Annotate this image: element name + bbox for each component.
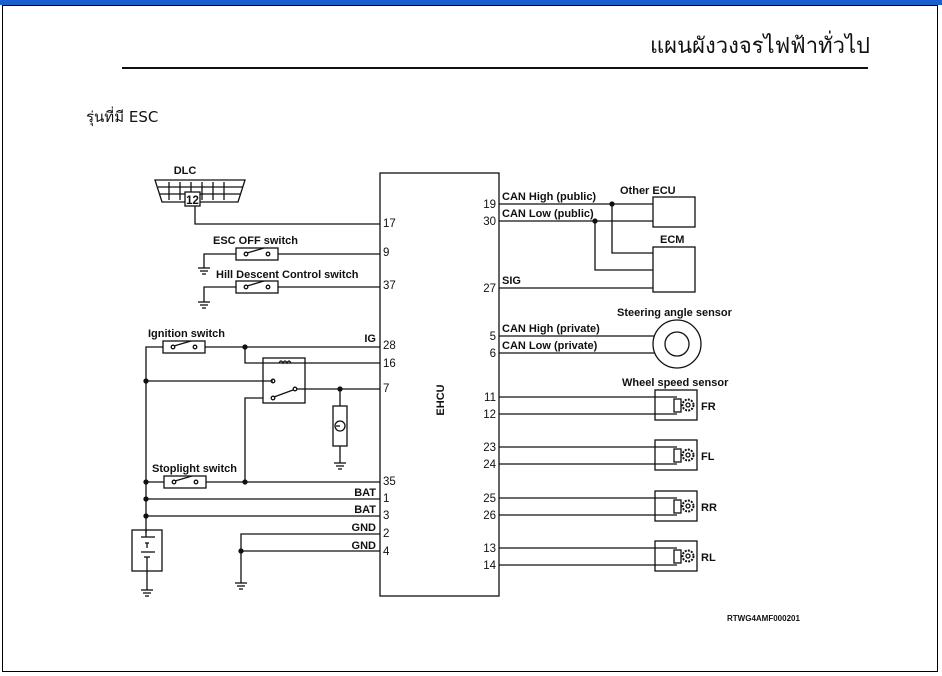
- page-title: แผนผังวงจรไฟฟ้าทั่วไป: [650, 34, 870, 59]
- relay: [143, 347, 380, 482]
- pin-35: 35: [383, 476, 396, 488]
- steering-sensor-label: Steering angle sensor: [617, 307, 733, 319]
- pin-19: 19: [483, 199, 496, 211]
- ehcu-label: EHCU: [435, 384, 447, 415]
- hill-descent-switch-label: Hill Descent Control switch: [216, 269, 359, 281]
- pin-13: 13: [483, 543, 496, 555]
- title-divider: [122, 67, 868, 69]
- pin-23: 23: [483, 442, 496, 454]
- bat-label-1: BAT: [354, 487, 376, 499]
- stoplight-switch: Stoplight switch: [143, 463, 380, 489]
- wheel-rl-label: RL: [701, 552, 716, 564]
- pin-9: 9: [383, 247, 389, 259]
- wheel-sensor-fr: FR: [499, 389, 716, 421]
- dlc-label: DLC: [174, 165, 197, 177]
- pin-14: 14: [483, 560, 496, 572]
- hill-descent-switch: Hill Descent Control switch: [198, 269, 380, 309]
- top-accent-bar: [0, 0, 942, 5]
- dlc-connector: DLC 12: [154, 165, 380, 225]
- reference-code: RTWG4AMF000201: [727, 614, 800, 623]
- wheel-sensor-rr: RR: [499, 490, 717, 522]
- ig-label: IG: [364, 333, 376, 345]
- pin-26: 26: [483, 510, 496, 522]
- gnd-label-4: GND: [352, 540, 377, 552]
- can-high-public-label: CAN High (public): [502, 191, 596, 203]
- gnd-label-2: GND: [352, 522, 377, 534]
- stop-lamp: [332, 386, 348, 470]
- can-low-private-label: CAN Low (private): [502, 340, 598, 352]
- pin-1: 1: [383, 493, 389, 505]
- other-ecu-label: Other ECU: [620, 185, 676, 197]
- pin-30: 30: [483, 216, 496, 228]
- ignition-switch-label: Ignition switch: [148, 328, 225, 340]
- pin-37: 37: [383, 280, 396, 292]
- ecm: ECM: [652, 234, 696, 293]
- pin-7: 7: [383, 383, 389, 395]
- pin-4: 4: [383, 546, 390, 558]
- pin-5: 5: [490, 331, 496, 343]
- wheel-fl-label: FL: [701, 451, 715, 463]
- steering-angle-sensor: Steering angle sensor: [499, 307, 733, 369]
- pin-27: 27: [483, 283, 496, 295]
- other-ecu: Other ECU: [620, 185, 696, 228]
- ground-circuit: [235, 533, 380, 590]
- pin-3: 3: [383, 510, 389, 522]
- sig-label: SIG: [502, 275, 521, 287]
- section-subtitle: รุ่นที่มี ESC: [86, 108, 159, 126]
- wheel-speed-sensor-label: Wheel speed sensor: [622, 377, 729, 389]
- wheel-rr-label: RR: [701, 502, 717, 514]
- esc-off-switch: ESC OFF switch: [198, 235, 380, 275]
- wheel-fr-label: FR: [701, 401, 716, 413]
- pin-16: 16: [383, 358, 396, 370]
- can-high-private-label: CAN High (private): [502, 323, 600, 335]
- wheel-sensor-rl: RL: [499, 540, 716, 572]
- pin-25: 25: [483, 493, 496, 505]
- page-frame: [2, 5, 938, 672]
- pin-24: 24: [483, 459, 496, 471]
- pin-11: 11: [484, 392, 496, 404]
- bat-label-3: BAT: [354, 504, 376, 516]
- esc-off-switch-label: ESC OFF switch: [213, 235, 298, 247]
- ecm-label: ECM: [660, 234, 684, 246]
- pin-6: 6: [490, 348, 496, 360]
- pin-17: 17: [383, 218, 396, 230]
- stoplight-switch-label: Stoplight switch: [152, 463, 237, 475]
- battery-circuit: [131, 496, 380, 597]
- dlc-pin-label: 12: [186, 195, 199, 207]
- pin-28: 28: [383, 340, 396, 352]
- ignition-switch: Ignition switch: [145, 328, 380, 533]
- pin-12: 12: [483, 409, 496, 421]
- can-public-bus: [499, 201, 653, 289]
- ehcu-box: [379, 172, 500, 597]
- can-low-public-label: CAN Low (public): [502, 208, 594, 220]
- pin-2: 2: [383, 528, 389, 540]
- wheel-sensor-fl: FL: [499, 439, 715, 471]
